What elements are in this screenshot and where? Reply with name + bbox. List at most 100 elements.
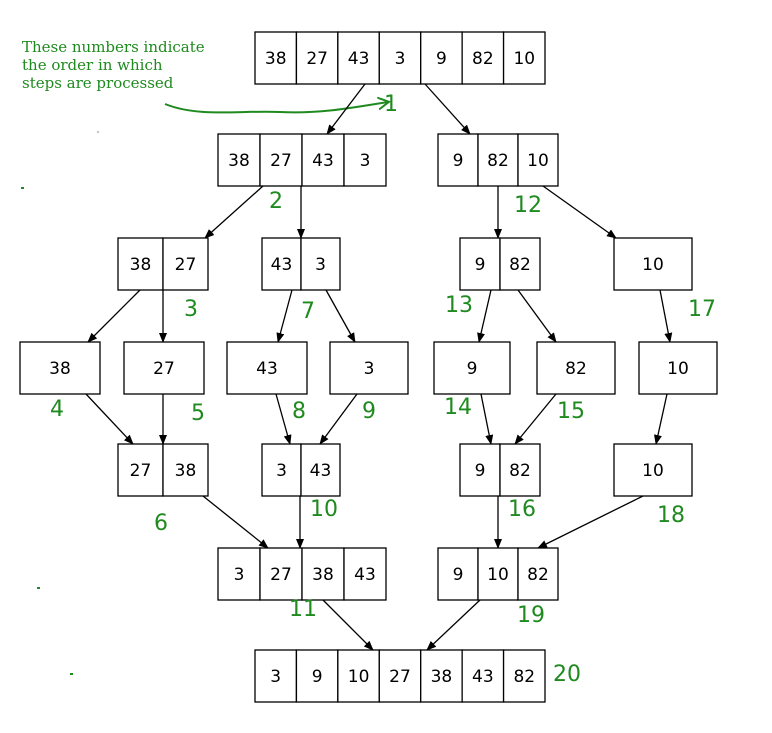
- array-cell-value: 10: [527, 151, 549, 171]
- step-label-12: 12: [514, 193, 542, 218]
- array-cell-value: 82: [527, 565, 549, 585]
- array-cell: [343, 547, 387, 601]
- step-label-4: 4: [50, 397, 64, 422]
- array-cell: [162, 237, 209, 291]
- array-cell-value: 3: [234, 565, 245, 585]
- array-cell-value: 43: [310, 461, 332, 481]
- step-label-16: 16: [508, 497, 536, 522]
- array-cell-value: 43: [348, 49, 370, 69]
- array-cell: [117, 443, 164, 497]
- array-cell-value: 38: [431, 667, 453, 687]
- array-box-n16: 9 82: [459, 443, 541, 497]
- array-cell: [459, 443, 501, 497]
- array-cell: [300, 443, 341, 497]
- step-label-8: 8: [292, 399, 306, 424]
- array-cell-value: 82: [487, 151, 509, 171]
- flow-arrow: [659, 289, 673, 343]
- array-cell-value: 82: [513, 667, 535, 687]
- array-cell: [217, 547, 261, 601]
- array-cell-value: 38: [175, 461, 197, 481]
- array-cell-value: 38: [228, 151, 250, 171]
- step-label-19: 19: [517, 603, 545, 628]
- step-label-17: 17: [688, 297, 716, 322]
- array-cell: [461, 649, 505, 703]
- array-cell: [295, 31, 339, 85]
- array-box-n14: 9: [433, 341, 511, 395]
- array-cell-value: 9: [467, 359, 478, 379]
- array-cell-value: 9: [453, 151, 464, 171]
- array-cell-value: 38: [130, 255, 152, 275]
- array-cell: [162, 443, 209, 497]
- array-cell-value: 27: [389, 667, 411, 687]
- step-label-6: 6: [154, 511, 168, 536]
- array-cell-value: 27: [175, 255, 197, 275]
- step-label-5: 5: [191, 401, 205, 426]
- array-cell-value: 9: [475, 461, 486, 481]
- flow-arrow: [517, 289, 557, 343]
- array-cell-value: 10: [642, 461, 664, 481]
- array-cell-value: 3: [276, 461, 287, 481]
- array-cell-value: 27: [306, 49, 328, 69]
- array-cell-value: 82: [472, 49, 494, 69]
- array-cell-value: 27: [270, 565, 292, 585]
- array-cell-value: 43: [271, 255, 293, 275]
- array-box-n12: 9 82 10: [437, 133, 559, 187]
- flow-arrow: [87, 289, 141, 343]
- flow-arrow: [322, 599, 374, 651]
- array-box-n10r: 10: [638, 341, 718, 395]
- step-label-20: 20: [553, 662, 581, 687]
- step-label-9: 9: [362, 399, 376, 424]
- array-cell-value: 9: [312, 667, 323, 687]
- array-cell: [437, 133, 479, 187]
- array-cell: [477, 547, 519, 601]
- array-cell: [433, 341, 511, 395]
- flow-arrow: [514, 393, 557, 445]
- array-cell: [301, 547, 345, 601]
- array-cell-value: 27: [153, 359, 175, 379]
- array-cell-value: 82: [509, 461, 531, 481]
- flow-arrow: [276, 289, 293, 343]
- flow-arrow: [325, 289, 356, 343]
- array-cell-value: 3: [395, 49, 406, 69]
- array-cell: [261, 443, 302, 497]
- array-cell-value: 43: [312, 151, 334, 171]
- array-cell: [19, 341, 101, 395]
- array-cell-value: 3: [364, 359, 375, 379]
- array-cell-value: 3: [360, 151, 371, 171]
- array-cell: [499, 443, 541, 497]
- step-label-15: 15: [557, 399, 585, 424]
- array-cell-value: 43: [354, 565, 376, 585]
- array-cell: [613, 443, 693, 497]
- flow-arrow: [202, 495, 269, 549]
- step-label-2: 2: [269, 189, 283, 214]
- arrows-layer: [85, 83, 673, 651]
- array-cell: [420, 649, 463, 703]
- array-cell: [638, 341, 718, 395]
- array-cell: [459, 237, 501, 291]
- array-cell: [254, 649, 298, 703]
- array-box-n2: 38 27 43 3: [217, 133, 387, 187]
- array-box-n18: 10: [613, 443, 693, 497]
- array-cell: [613, 237, 693, 291]
- flow-arrow: [319, 393, 358, 445]
- step-label-11: 11: [289, 597, 317, 622]
- array-cell: [499, 237, 541, 291]
- array-cell-value: 10: [348, 667, 370, 687]
- array-cell-value: 3: [315, 255, 326, 275]
- flow-arrow: [204, 185, 264, 239]
- array-cell-value: 3: [270, 667, 281, 687]
- array-cell: [301, 133, 345, 187]
- array-cell-value: 27: [270, 151, 292, 171]
- array-cell: [502, 649, 546, 703]
- array-cell-value: 43: [472, 667, 494, 687]
- array-cell: [343, 133, 387, 187]
- array-cell-value: 9: [475, 255, 486, 275]
- array-cell-value: 9: [453, 565, 464, 585]
- step-label-10: 10: [310, 497, 338, 522]
